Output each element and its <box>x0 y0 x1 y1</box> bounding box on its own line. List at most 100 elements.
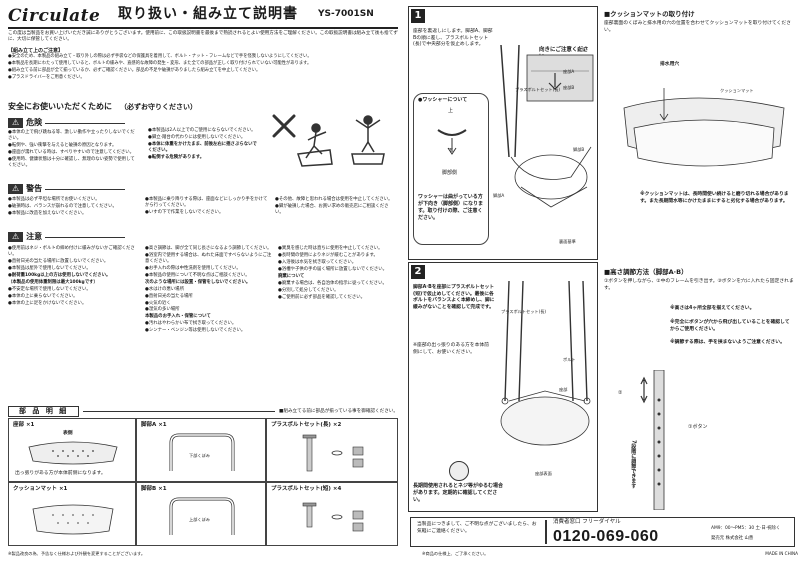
model-number: YS-7001SN <box>318 9 374 19</box>
danger-warning-icon: ⚠ <box>8 118 24 128</box>
caution-item: ●浴槽や子供の手の届く場所に放置しないでください。 <box>278 266 388 272</box>
seat-drawing <box>28 441 118 465</box>
brand-logo: Circulate <box>8 6 101 26</box>
warning-items-left: ●本製品は必ず平坦な場所でお使いください。 ●破損時は、バランスが崩れるので注意… <box>8 197 138 218</box>
part-note: 出っ張りがある方が本体前側になります。 <box>15 471 106 476</box>
parts-header: 部 品 明 細 ■組み立てる前に部品が揃っている事を御確認ください。 <box>8 406 398 417</box>
cushion-title: ■クッションマットの取り付け <box>604 10 695 18</box>
danger-item: ●転倒や、強い衝撃を与えると破損の原因となります。 <box>8 142 117 148</box>
part-name: プラスボルトセット(短) <box>271 486 331 492</box>
leg-a-drawing <box>169 433 235 471</box>
caution-item: ●耐荷重100kg以上の方は使用しないでください。 <box>8 272 111 278</box>
height-note-2: ※完全にボタンが穴から飛び出していることを確認してからご使用ください。 <box>670 320 790 332</box>
warning-item: ●その他、故障と思われる場合は使用を中止してください。 <box>275 197 393 202</box>
part-name: プラスボルトセット(長) <box>271 422 331 428</box>
made-in: MADE IN CHINA <box>765 551 798 556</box>
warning-circle-icon <box>449 461 469 481</box>
cushion-section: ■クッションマットの取り付け 座部裏面のくぼみと排水用の穴の位置を合わせてクッシ… <box>604 10 794 35</box>
caution-item: ●本製品は屋外で使用しないでください。 <box>8 265 91 271</box>
step-1-number: 1 <box>411 9 425 23</box>
bolt-short-icon <box>302 502 364 532</box>
caution-col1: ●使用前はネジ・ボルトの締め付けに緩みがないかご確認ください。 ●直射日光の当た… <box>8 246 138 307</box>
part-qty: ×4 <box>332 486 342 492</box>
warning-item: ●脚が破損した場合、お買い求めの販売店にご相談ください。 <box>275 203 389 215</box>
assembly-caution-item: ●組み立てる前に部品が全て揃っているか、必ずご確認ください。部品の不足や破損があ… <box>8 67 261 73</box>
part-note: 上部くぼみ <box>189 517 210 522</box>
caution-item: ●使用前はネジ・ボルトの締め付けに緩みがないかご確認ください。 <box>8 246 135 257</box>
header-divider <box>8 27 398 29</box>
height-title: ■高さ調節方法（脚部A·B） <box>604 268 688 276</box>
warning-item: ●破損時は、バランスが崩れるので注意してください。 <box>8 203 117 209</box>
caution-col2: ●高さ調節は、脚が全て同じ長さになるよう調節してください。 ●浴室内で使用する場… <box>145 246 273 335</box>
danger-illustration <box>272 114 385 167</box>
caution-item: ●直射日光の当たる場所 <box>145 293 193 299</box>
caution-item: ●お手入れの際は中性洗剤を使用してください。 <box>145 265 241 271</box>
caution-item: ●ご使用前に必ず部品を確認してください。 <box>278 294 365 300</box>
caution-item: ●本製品の使用について不明な点はご相談ください。 <box>145 272 250 278</box>
height-button-label: ①ボタン <box>688 424 708 430</box>
cushion-note: ※クッションマットは、長時間使い続けると磨り切れる場合があります。また長期間水等… <box>640 192 789 204</box>
part-qty: ×1 <box>58 486 68 492</box>
step-1-label-bolt: プラスボルトセット(長) <box>515 87 561 92</box>
step-2-caption: 座部表面 <box>535 471 552 476</box>
height-section: ■高さ調節方法（脚部A·B） ①ボタンを押しながら、②中のフレームを引き出す。③… <box>604 268 794 293</box>
cushion-label-hole: 排水用穴 <box>660 62 680 67</box>
danger-label-bar: ⚠ 危険 <box>8 118 398 128</box>
caution-item: ●異臭を感じた時は直ちに使用を中止してください。 <box>278 246 383 251</box>
danger-section: ⚠ 危険 ●本体の上で飛び跳ねる等、激しい動作や立ったりしないでください。 ●転… <box>8 118 398 170</box>
danger-item: ●本体に体重をかけたまま、前後左右に揺さぶらないでください。 <box>148 141 257 153</box>
caution-label-bar: ⚠ 注意 <box>8 232 398 242</box>
warning-item: ●本製品に改造を加えないでください。 <box>8 210 87 216</box>
cushion-label-mat: クッションマット <box>720 88 754 93</box>
caution-item: ●本体の上に足をかけないでください。 <box>8 300 87 306</box>
step-2-panel: 2 脚部A·Bを座部にプラスボルトセット(短)で仮止めしてください。最後に各ボル… <box>408 262 598 512</box>
height-arrow-label: ② <box>618 390 623 396</box>
part-sub: 表側 <box>63 431 73 436</box>
assembly-cautions: 【組み立て上のご注意】 ●安全のため、本製品の組み立て・取り外しの際は必ず手袋な… <box>8 48 400 81</box>
part-seat: 座部 ×1 表側 出っ張りがある方が本体前側になります。 <box>8 418 136 482</box>
washer-label-up: 上 <box>448 108 454 114</box>
footer-note: ※製品改良の為、予告なく仕様および外観を変更することがございます。 <box>8 551 146 556</box>
part-name: 脚部A <box>141 422 157 428</box>
step-1-label-seat-a: 座部A <box>563 69 575 74</box>
washer-box: ●ワッシャーについて 上 下 脚部側 ワッシャーは曲がっている方が下向き（脚部側… <box>413 93 489 245</box>
cushion-mat-drawing <box>32 504 114 535</box>
footer-note-2: ※商品の仕様上、ご了承ください。 <box>422 551 489 556</box>
assembly-caution-item: ●安全のため、本製品の組み立て・取り外しの際は必ず手袋などの保護具を着用して、ボ… <box>8 54 312 60</box>
cushion-text: 座部裏面のくぼみと排水用の穴の位置を合わせてクッションマットを取り付けてください… <box>604 21 791 33</box>
assembly-caution-item: ●プラスドライバーをご用意ください。 <box>8 74 85 80</box>
washer-label-leg: 脚部側 <box>442 170 458 176</box>
danger-item: ●座面が濡れている時は、すべりやすいので注意してください。 <box>8 149 135 155</box>
warning-items-right: ●その他、故障と思われる場合は使用を中止してください。 ●脚が破損した場合、お買… <box>275 197 397 217</box>
caution-item: 廃棄について <box>278 273 305 279</box>
height-note-1: ※高さは4ヶ所全部を揃えてください。 <box>670 306 755 311</box>
warning-label: 警告 <box>26 184 43 193</box>
caution-item: ●浴室内で使用する場合は、ぬれた床面ですべらないようにご注意ください。 <box>145 252 272 264</box>
contact-phone[interactable]: 0120-069-060 <box>553 528 659 545</box>
danger-item: ●転倒する危険があります。 <box>148 154 205 160</box>
washer-icon <box>437 129 467 155</box>
caution-item: ●本体の上に乗らないでください。 <box>8 293 78 299</box>
height-side-label: 7段階に調節できます <box>630 440 637 489</box>
height-note-3: ※調節する際は、手を挟まないようご注意ください。 <box>670 340 785 345</box>
caution-item: 次のような場所には設置・保管をしないでください。 <box>145 279 251 285</box>
bolt-long-icon <box>302 434 364 472</box>
danger-item: ●本製品は2人以上でのご使用にならないでください。 <box>148 128 256 133</box>
part-qty: ×1 <box>25 422 35 428</box>
parts-note: ■組み立てる前に部品が揃っている事を御確認ください。 <box>279 408 398 414</box>
contact-company: 発売元 株式会社 山善 <box>711 536 754 541</box>
step-1-text: 座部を裏返しにします。脚部A、脚部Bの順に差し、プラスボルトセット(長)で中央部… <box>413 29 493 48</box>
part-bolt-short: プラスボルトセット(短) ×4 <box>266 482 398 546</box>
warning-item: ●本製品に乗り降りする際は、座面などにしっかり手をかけてから行ってください。 <box>145 197 268 208</box>
intro-text: この度は当製品をお買い上げいただき誠にありがとうございます。使用前に、この取扱説… <box>8 31 398 42</box>
step-1-label-seat-b: 座部B <box>563 85 575 90</box>
step-2-text: 脚部A·Bを座部にプラスボルトセット(短)で仮止めしてください。最後に各ボルトを… <box>413 285 495 311</box>
caution-item: ●火気の近く <box>145 300 171 306</box>
caution-item: ●不安定な場所で使用しないでください。 <box>8 286 91 292</box>
safety-subtitle: （必ずお守りください） <box>120 103 197 111</box>
caution-item: ●廃棄する場合は、各自治体の指示に従ってください。 <box>278 280 387 286</box>
washer-note: ワッシャーは曲がっている方が下向き（脚部側）になります。取り付けの際、ご注意くだ… <box>418 194 484 221</box>
part-name: 座部 <box>13 422 25 428</box>
caution-item: ●直射日光の当たる場所に放置しないでください。 <box>8 258 109 264</box>
parts-title: 部 品 明 細 <box>8 406 80 417</box>
